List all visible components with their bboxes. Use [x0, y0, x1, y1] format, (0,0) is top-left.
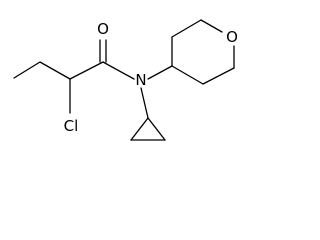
bond-cyclopropyl-3: [147, 117, 166, 141]
bond-oxane-6: [171, 65, 204, 85]
nitrogen-label: N: [135, 71, 146, 89]
bond-n-cyclopropyl: [140, 87, 149, 119]
ring-oxygen-label: O: [226, 28, 238, 46]
bond-oxane-5: [202, 67, 235, 85]
bond-cyclopropyl-1: [130, 117, 149, 141]
bond-oxane-2: [171, 19, 202, 38]
bond-carbonyl-n: [102, 61, 135, 80]
bond-n-oxane: [147, 65, 173, 80]
bond-chcl-carbonyl: [69, 61, 104, 80]
bond-ch2-chcl: [39, 61, 71, 80]
molecule-structure: O N Cl O: [13, 19, 238, 141]
bond-ch3-ch2: [13, 61, 41, 79]
bond-oxane-3: [200, 19, 223, 33]
structure-canvas: O N Cl O: [13, 19, 238, 141]
chlorine-label: Cl: [64, 117, 79, 135]
carbonyl-oxygen-label: O: [97, 20, 109, 38]
